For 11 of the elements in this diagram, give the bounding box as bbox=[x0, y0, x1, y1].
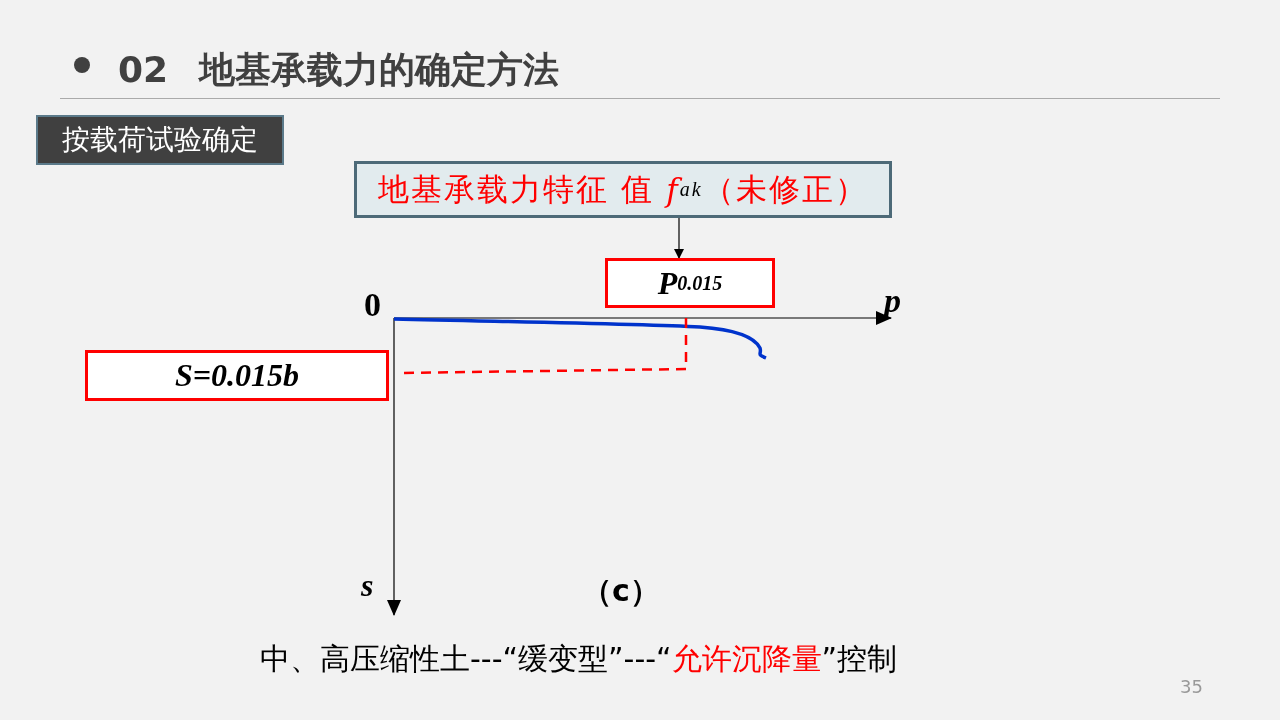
settlement-value-box: S=0.015b bbox=[85, 350, 389, 401]
caption-text: ”控制 bbox=[821, 642, 898, 675]
caption-text: 中、高压缩性土---“缓变型”---“ bbox=[260, 642, 672, 675]
arrow bbox=[674, 217, 684, 259]
caption-highlight: 允许沉降量 bbox=[671, 642, 822, 675]
section-tag: 按载荷试验确定 bbox=[36, 115, 284, 165]
figure-label: （c） bbox=[582, 574, 660, 607]
slide-title: 02 地基承载力的确定方法 bbox=[118, 48, 559, 92]
axis-label: s bbox=[361, 568, 374, 604]
page-number: 35 bbox=[1180, 677, 1203, 697]
origin-label: 0 bbox=[364, 286, 381, 324]
